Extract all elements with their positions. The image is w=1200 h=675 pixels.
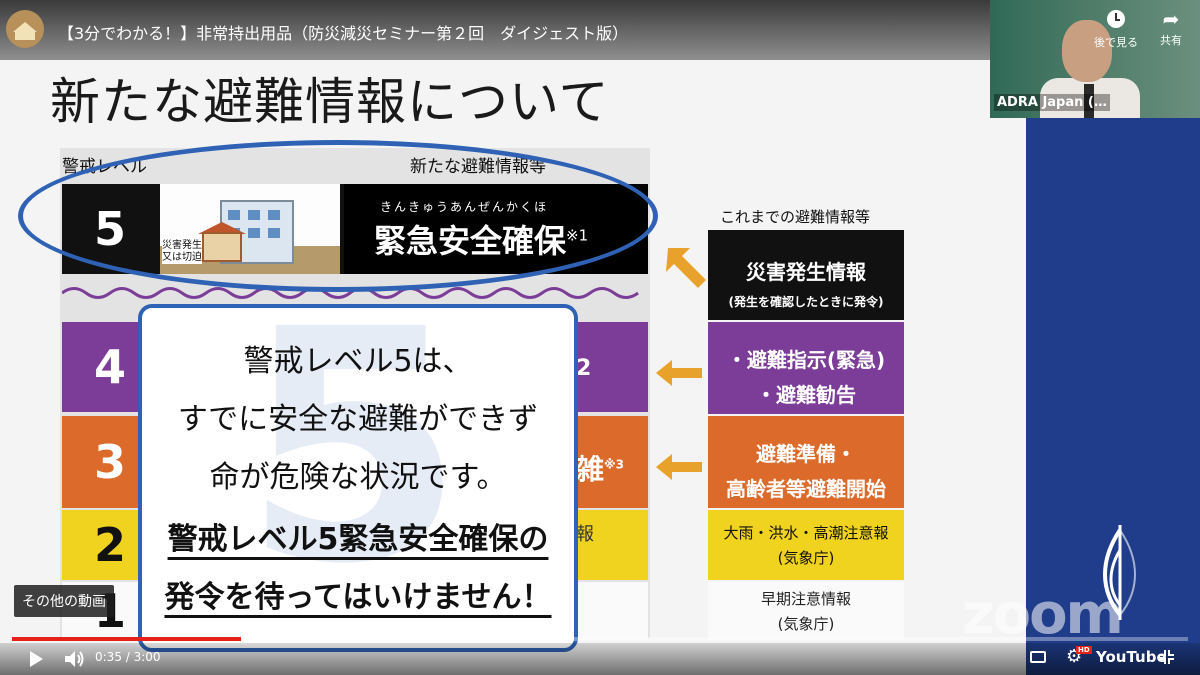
player-controls	[0, 643, 1200, 675]
participant-name: ADRA Japan (…	[994, 94, 1110, 111]
arrow-icon	[656, 360, 702, 386]
share-label: 共有	[1160, 34, 1182, 47]
youtube-logo[interactable]: YouTube	[1096, 648, 1167, 666]
popup-line-5-wrap: 発令を待ってはいけません！	[142, 572, 574, 616]
volume-icon[interactable]	[64, 650, 86, 668]
player-title-bar	[0, 0, 990, 60]
exit-fullscreen-icon[interactable]	[1160, 650, 1174, 664]
arrow-icon	[666, 248, 706, 288]
share-arrow-icon: ➦	[1162, 7, 1180, 31]
watch-later-label: 後で見る	[1094, 36, 1138, 49]
clock-icon	[1107, 10, 1125, 28]
popup-line-2: すでに安全な避難ができず	[177, 402, 539, 437]
progress-played	[12, 637, 242, 641]
church-logo-icon	[1103, 525, 1136, 620]
speaker-head	[1062, 20, 1112, 82]
time-display: 0:35 / 3:00	[95, 650, 161, 664]
arrow-icon	[656, 454, 702, 480]
webcam-feed: ADRA Japan (…	[990, 0, 1200, 118]
hd-badge: HD	[1076, 646, 1092, 654]
previous-info-level-2: 大雨・洪水・高潮注意報 (気象庁)	[708, 510, 904, 580]
ghost-number-5: 5	[242, 304, 465, 634]
channel-avatar[interactable]	[6, 10, 44, 48]
slide-title: 新たな避難情報について	[50, 73, 610, 131]
captions-icon[interactable]	[1030, 651, 1046, 663]
explanation-popup: 5 警戒レベル5は、 すでに安全な避難ができず 命が危険な状況です。 警戒レベル…	[138, 304, 578, 652]
level-3-tail: 雑※3	[576, 453, 625, 486]
previous-info-level-5: 災害発生情報 (発生を確認したときに発令)	[708, 230, 904, 320]
play-button[interactable]	[30, 651, 43, 667]
previous-info-level-3: 避難準備・ 高齢者等避難開始	[708, 416, 904, 508]
video-title-link[interactable]: 【3分でわかる！】非常持出用品（防災減災セミナー第２回 ダイジェスト版）	[58, 24, 629, 43]
previous-info-header: これまでの避難情報等	[720, 208, 871, 226]
level-2-number: 2	[93, 518, 126, 572]
level-4-number: 4	[93, 340, 126, 394]
popup-line-1: 警戒レベル5は、	[243, 344, 473, 379]
watch-later-button[interactable]: 後で見る	[1090, 10, 1142, 50]
progress-bar[interactable]	[12, 637, 1188, 641]
popup-line-4: 警戒レベル5緊急安全確保の	[167, 522, 549, 557]
previous-info-level-4: ・避難指示(緊急) ・避難勧告	[708, 322, 904, 414]
popup-line-3: 命が危険な状況です。	[209, 460, 507, 495]
level-3-number: 3	[93, 435, 126, 489]
popup-line-4-wrap: 警戒レベル5緊急安全確保の	[142, 514, 574, 558]
previous-info-level-1: 早期注意情報 (気象庁)	[708, 582, 904, 640]
more-videos-button[interactable]: その他の動画	[14, 585, 114, 617]
speaker-tie	[1084, 84, 1094, 118]
level-4-note: 2	[576, 356, 592, 381]
highlight-ellipse	[18, 140, 658, 292]
popup-line-5: 発令を待ってはいけません！	[164, 580, 552, 615]
level-2-tail: 報	[576, 524, 594, 545]
zoom-watermark: zoom	[962, 582, 1124, 647]
wavy-separator	[62, 287, 639, 299]
share-button[interactable]: ➦ 共有	[1146, 7, 1196, 48]
